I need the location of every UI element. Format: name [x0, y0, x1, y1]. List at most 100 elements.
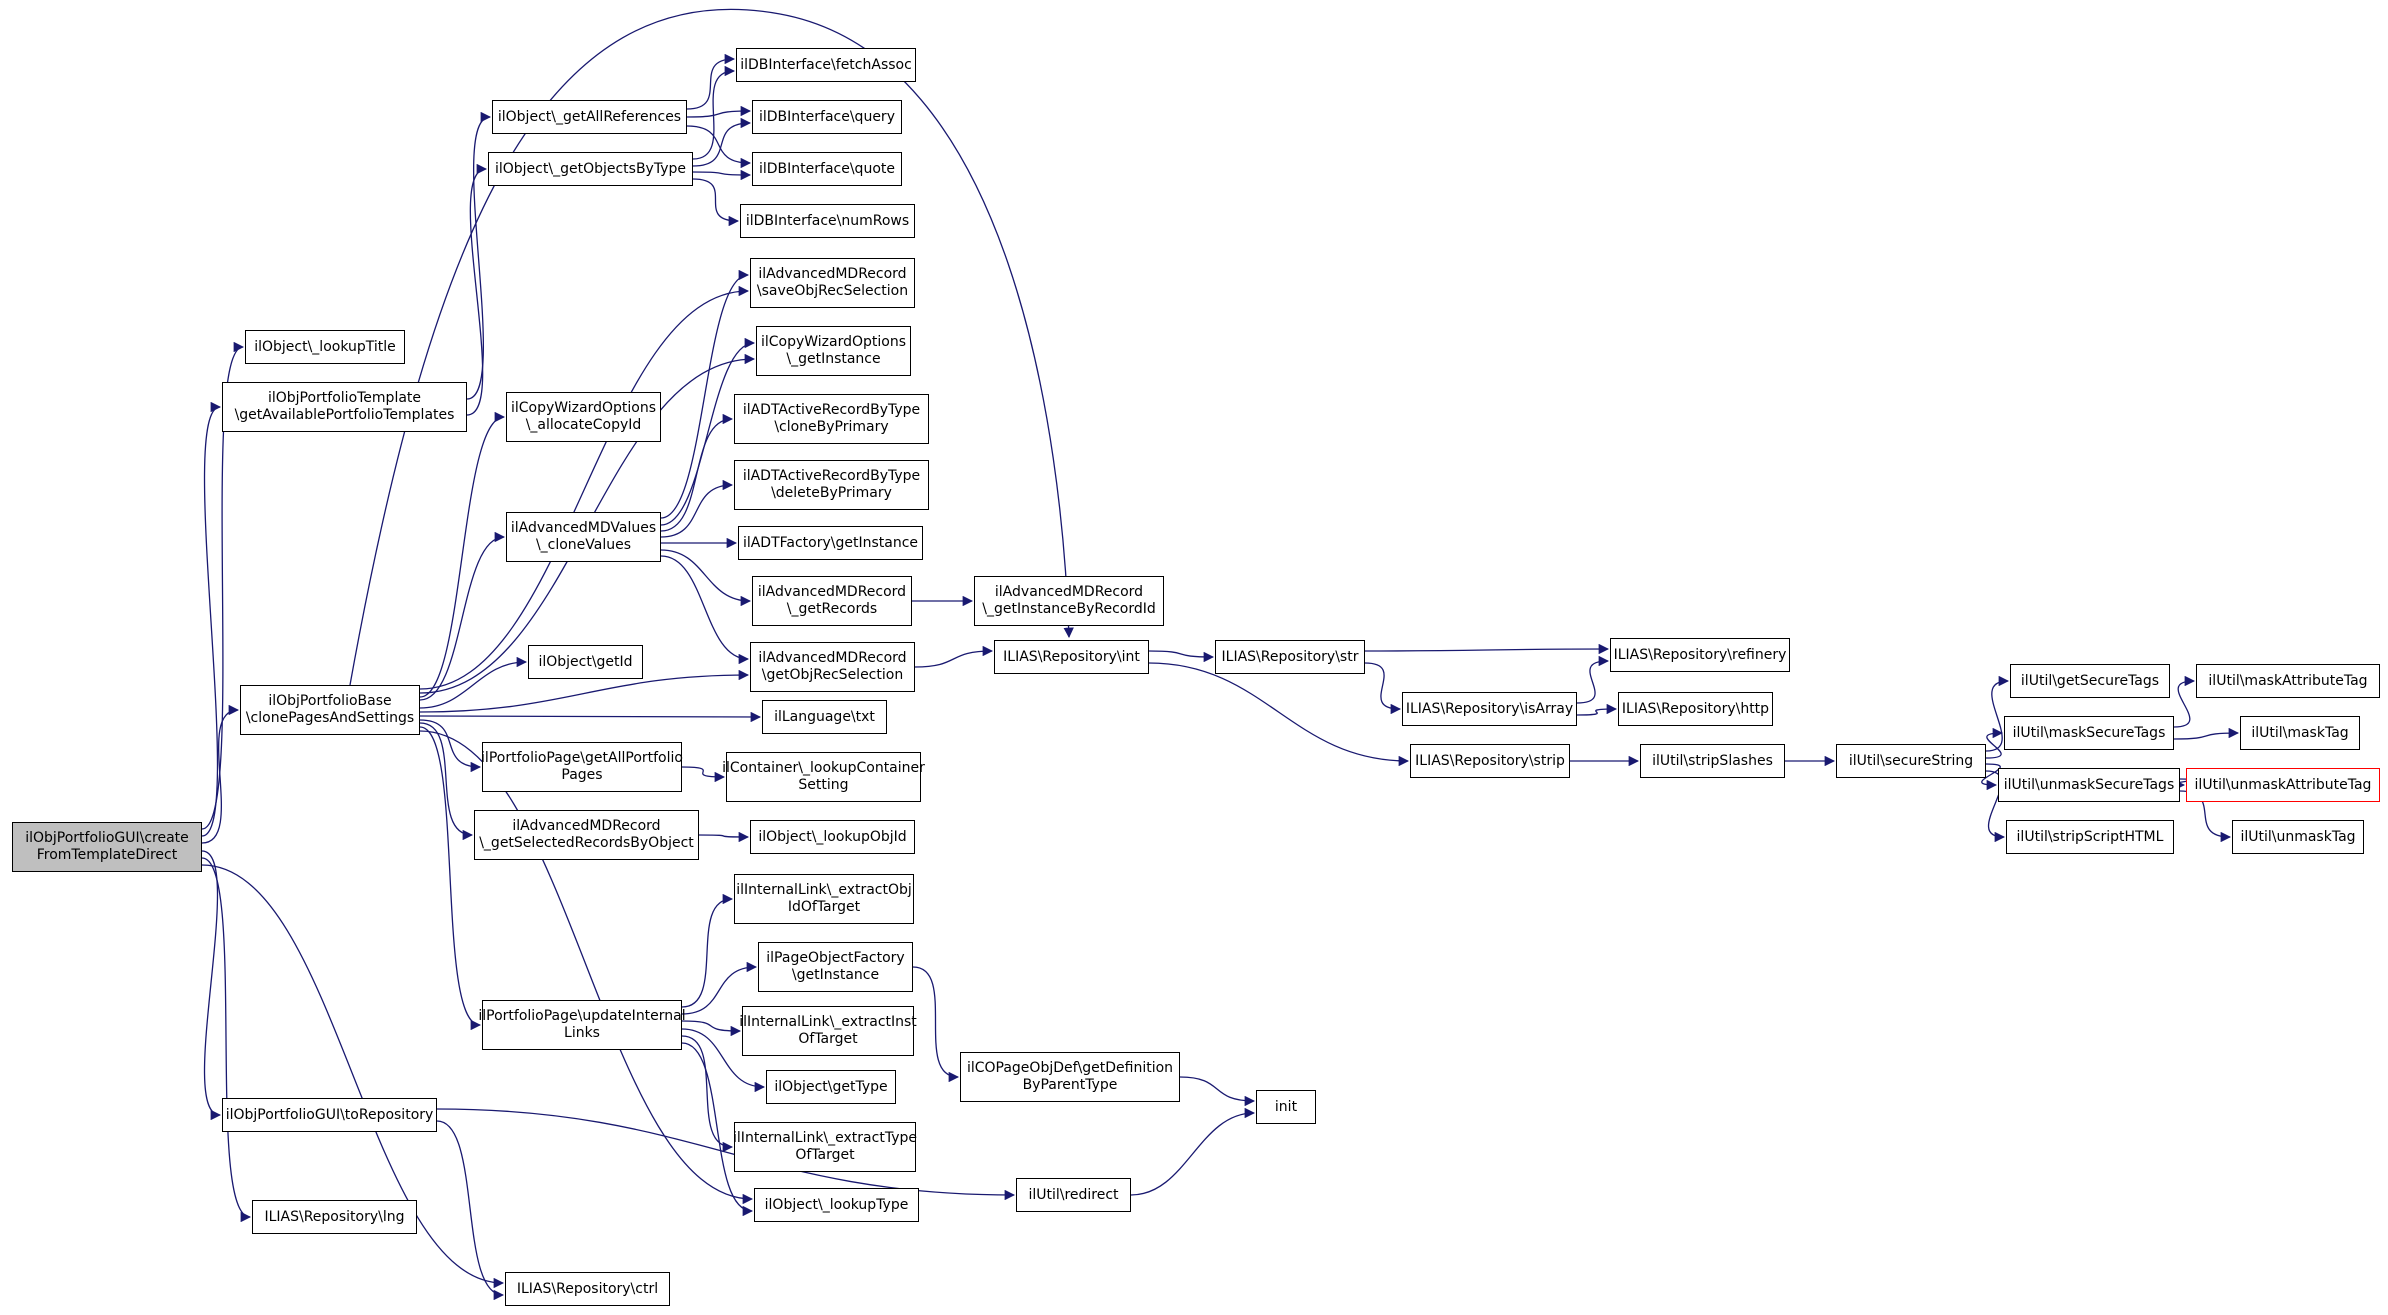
graph-node-adtFactoryGetInstance[interactable]: ilADTFactory\getInstance — [738, 526, 923, 560]
edge-clonePagesAndSettings-to-txt — [419, 711, 762, 723]
graph-node-maskSecureTags[interactable]: ilUtil\maskSecureTags — [2004, 716, 2174, 750]
edge-repoStr-to-repoIsArray — [1364, 662, 1402, 715]
graph-node-stripScriptHTML[interactable]: ilUtil\stripScriptHTML — [2006, 820, 2174, 854]
edge-redirect-to-init — [1130, 1107, 1256, 1196]
graph-node-extractInstOfTarget[interactable]: ilInternalLink\_extractInst OfTarget — [739, 1006, 917, 1056]
edge-getAvailablePortfolioTemplates-to-getAllReferences — [466, 111, 492, 400]
edge-updateInternalLinks-to-pageObjectFactoryGetInstance — [681, 961, 758, 1015]
graph-node-getAllReferences[interactable]: ilObject\_getAllReferences — [492, 100, 687, 134]
graph-node-lng[interactable]: ILIAS\Repository\lng — [252, 1200, 417, 1234]
graph-node-saveObjRecSelection[interactable]: ilAdvancedMDRecord \saveObjRecSelection — [750, 258, 915, 308]
edge-repoInt-to-repoStrip — [1148, 662, 1410, 767]
edge-clonePagesAndSettings-to-cloneValues — [419, 531, 506, 701]
edge-repoStr-to-repoRefinery — [1364, 643, 1610, 655]
graph-node-extractTypeOfTarget[interactable]: ilInternalLink\_extractType OfTarget — [733, 1122, 917, 1172]
edge-getObjectsByType-to-query — [692, 117, 752, 167]
edge-updateInternalLinks-to-extractObjIdOfTarget — [681, 893, 734, 1008]
edge-getAllReferences-to-quote — [686, 125, 752, 169]
edge-clonePagesAndSettings-to-repoInt — [349, 8, 1074, 686]
graph-node-getSecureTags[interactable]: ilUtil\getSecureTags — [2010, 664, 2170, 698]
edge-createFromTemplateDirect-to-toRepository — [201, 850, 222, 1121]
edge-createFromTemplateDirect-to-clonePagesAndSettings — [201, 704, 240, 844]
graph-node-fetchAssoc[interactable]: ilDBInterface\fetchAssoc — [736, 48, 916, 82]
graph-node-stripSlashes[interactable]: ilUtil\stripSlashes — [1640, 744, 1785, 778]
graph-node-query[interactable]: ilDBInterface\query — [752, 100, 902, 134]
edge-repoIsArray-to-repoRefinery — [1576, 655, 1610, 704]
edge-clonePagesAndSettings-to-allocateCopyId — [419, 411, 506, 698]
graph-node-getRecords[interactable]: ilAdvancedMDRecord \_getRecords — [752, 576, 912, 626]
graph-node-getId[interactable]: ilObject\getId — [528, 645, 643, 679]
graph-node-unmaskSecureTags[interactable]: ilUtil\unmaskSecureTags — [1998, 768, 2180, 802]
edge-secureString-to-maskSecureTags — [1985, 727, 2004, 759]
edge-getAllPortfolioPages-to-lookupContainerSetting — [681, 766, 726, 783]
graph-node-getInstanceByRecordId[interactable]: ilAdvancedMDRecord \_getInstanceByRecord… — [974, 576, 1164, 626]
edge-maskSecureTags-to-maskAttributeTag — [2173, 675, 2196, 728]
edge-createFromTemplateDirect-to-getAvailablePortfolioTemplates — [201, 401, 222, 837]
edge-getObjectsByType-to-quote — [692, 169, 752, 181]
edge-updateInternalLinks-to-lookupType — [681, 1042, 754, 1217]
graph-node-lookupObjId[interactable]: ilObject\_lookupObjId — [750, 820, 915, 854]
graph-node-allocateCopyId[interactable]: ilCopyWizardOptions \_allocateCopyId — [506, 392, 661, 442]
graph-node-repoRefinery[interactable]: ILIAS\Repository\refinery — [1610, 638, 1790, 672]
graph-node-secureString[interactable]: ilUtil\secureString — [1836, 744, 1986, 778]
graph-node-copyWizardGetInstance[interactable]: ilCopyWizardOptions \_getInstance — [756, 326, 911, 376]
graph-node-getType[interactable]: ilObject\getType — [766, 1070, 896, 1104]
graph-node-getObjectsByType[interactable]: ilObject\_getObjectsByType — [488, 152, 693, 186]
edge-cloneValues-to-getObjRecSelection — [660, 555, 750, 665]
graph-node-pageObjectFactoryGetInstance[interactable]: ilPageObjectFactory \getInstance — [758, 942, 913, 992]
edge-updateInternalLinks-to-extractTypeOfTarget — [681, 1035, 734, 1153]
edge-getDefinitionByParentType-to-init — [1179, 1076, 1256, 1107]
edge-toRepository-to-ctrl — [436, 1120, 505, 1301]
edge-clonePagesAndSettings-to-getSelectedRecordsByObject — [419, 722, 474, 841]
graph-node-repoStr[interactable]: ILIAS\Repository\str — [1215, 640, 1365, 674]
edge-getObjRecSelection-to-repoInt — [914, 645, 994, 668]
graph-node-numRows[interactable]: ilDBInterface\numRows — [740, 204, 915, 238]
graph-node-updateInternalLinks[interactable]: ilPortfolioPage\updateInternal Links — [478, 1000, 686, 1050]
edge-cloneValues-to-getRecords — [660, 549, 752, 607]
edge-cloneValues-to-saveObjRecSelection — [660, 269, 750, 519]
graph-node-lookupTitle[interactable]: ilObject\_lookupTitle — [245, 330, 405, 364]
edge-clonePagesAndSettings-to-updateInternalLinks — [419, 726, 482, 1031]
graph-node-txt[interactable]: ilLanguage\txt — [762, 700, 887, 734]
edge-pageObjectFactoryGetInstance-to-getDefinitionByParentType — [912, 966, 960, 1083]
graph-node-getAvailablePortfolioTemplates[interactable]: ilObjPortfolioTemplate \getAvailablePort… — [222, 382, 467, 432]
graph-node-lookupContainerSetting[interactable]: ilContainer\_lookupContainer Setting — [722, 752, 925, 802]
edge-secureString-to-stripScriptHTML — [1985, 770, 2006, 843]
graph-node-unmaskAttributeTag[interactable]: ilUtil\unmaskAttributeTag — [2186, 768, 2380, 802]
edge-toRepository-to-redirect — [436, 1108, 1016, 1201]
graph-node-extractObjIdOfTarget[interactable]: ilInternalLink\_extractObj IdOfTarget — [734, 874, 914, 924]
graph-node-repoIsArray[interactable]: ILIAS\Repository\isArray — [1402, 692, 1577, 726]
edge-cloneValues-to-cloneByPrimary — [660, 413, 734, 532]
edge-getAllReferences-to-fetchAssoc — [686, 53, 736, 110]
edge-getSelectedRecordsByObject-to-lookupObjId — [698, 831, 750, 843]
edge-cloneValues-to-copyWizardGetInstance — [660, 337, 756, 526]
graph-node-getDefinitionByParentType[interactable]: ilCOPageObjDef\getDefinition ByParentTyp… — [960, 1052, 1180, 1102]
graph-node-cloneValues[interactable]: ilAdvancedMDValues \_cloneValues — [506, 512, 661, 562]
graph-node-repoHttp[interactable]: ILIAS\Repository\http — [1618, 692, 1773, 726]
edge-getObjectsByType-to-fetchAssoc — [692, 65, 736, 160]
graph-node-getObjRecSelection[interactable]: ilAdvancedMDRecord \getObjRecSelection — [750, 642, 915, 692]
graph-node-init[interactable]: init — [1256, 1090, 1316, 1124]
edge-getObjectsByType-to-numRows — [692, 178, 740, 227]
graph-node-ctrl[interactable]: ILIAS\Repository\ctrl — [505, 1272, 670, 1306]
graph-node-createFromTemplateDirect: ilObjPortfolioGUI\create FromTemplateDir… — [12, 822, 202, 872]
graph-node-getAllPortfolioPages[interactable]: ilPortfolioPage\getAllPortfolio Pages — [481, 742, 683, 792]
graph-node-quote[interactable]: ilDBInterface\quote — [752, 152, 902, 186]
graph-node-clonePagesAndSettings[interactable]: ilObjPortfolioBase \clonePagesAndSetting… — [240, 685, 420, 735]
graph-node-toRepository[interactable]: ilObjPortfolioGUI\toRepository — [222, 1098, 437, 1132]
edge-createFromTemplateDirect-to-lng — [201, 857, 252, 1223]
graph-node-repoInt[interactable]: ILIAS\Repository\int — [994, 640, 1149, 674]
edge-cloneValues-to-deleteByPrimary — [660, 479, 734, 538]
graph-node-repoStrip[interactable]: ILIAS\Repository\strip — [1410, 744, 1570, 778]
graph-node-redirect[interactable]: ilUtil\redirect — [1016, 1178, 1131, 1212]
edge-clonePagesAndSettings-to-getObjRecSelection — [419, 669, 750, 713]
graph-node-maskTag[interactable]: ilUtil\maskTag — [2240, 716, 2360, 750]
graph-node-deleteByPrimary[interactable]: ilADTActiveRecordByType \deleteByPrimary — [734, 460, 929, 510]
graph-node-maskAttributeTag[interactable]: ilUtil\maskAttributeTag — [2196, 664, 2380, 698]
graph-node-lookupType[interactable]: ilObject\_lookupType — [754, 1188, 919, 1222]
edge-clonePagesAndSettings-to-getAllPortfolioPages — [419, 719, 482, 773]
graph-node-getSelectedRecordsByObject[interactable]: ilAdvancedMDRecord \_getSelectedRecordsB… — [474, 810, 699, 860]
graph-node-unmaskTag[interactable]: ilUtil\unmaskTag — [2232, 820, 2364, 854]
graph-node-cloneByPrimary[interactable]: ilADTActiveRecordByType \cloneByPrimary — [734, 394, 929, 444]
